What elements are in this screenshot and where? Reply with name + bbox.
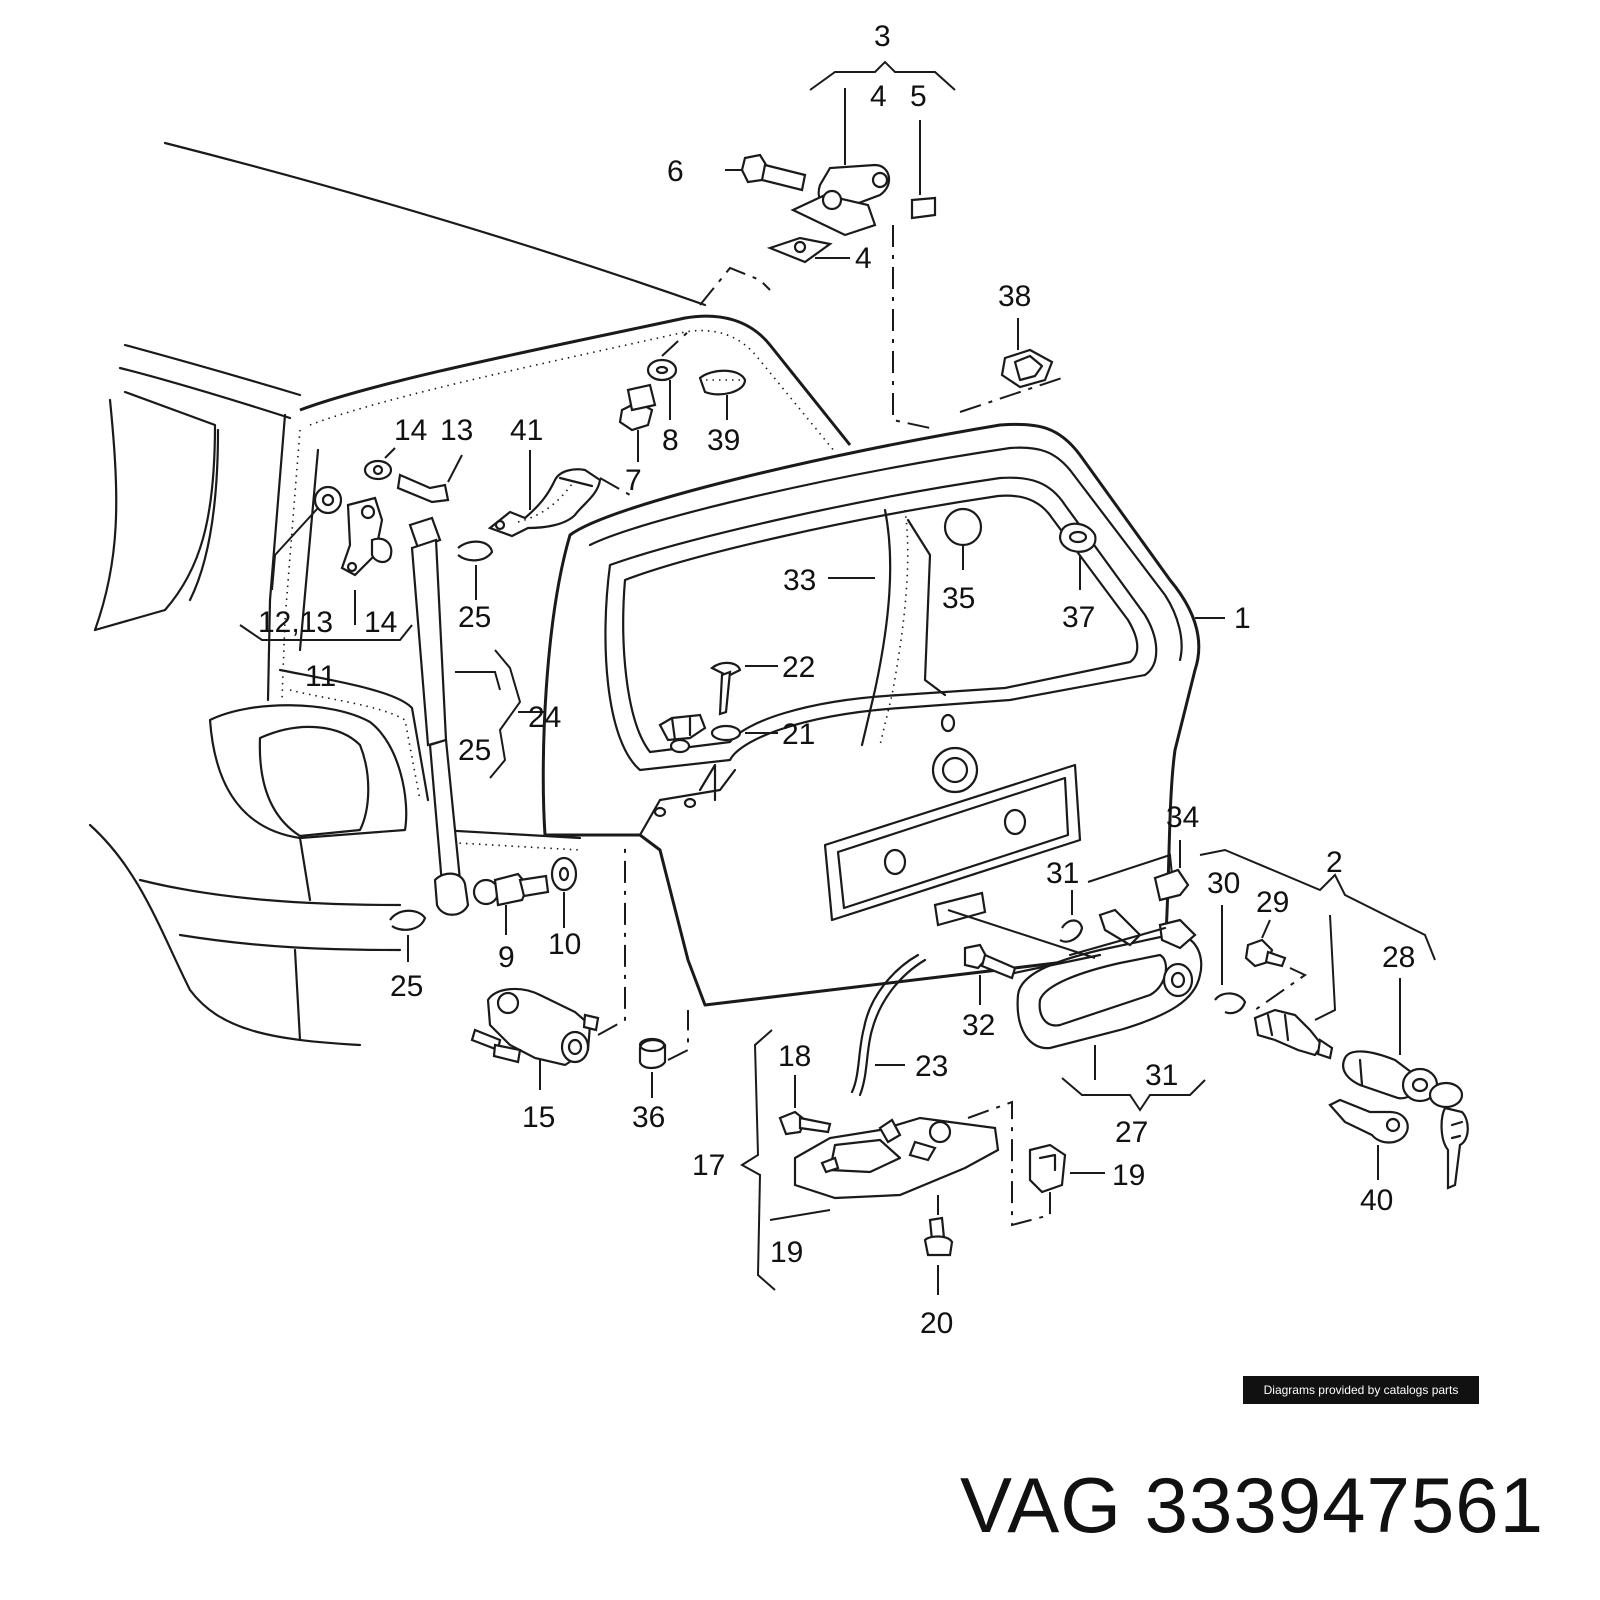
part-number-title: VAG 333947561: [959, 1461, 1544, 1549]
striker-bracket: [658, 661, 778, 754]
callout-34: 34: [1166, 801, 1199, 834]
callout-31-b: 31: [1145, 1059, 1178, 1092]
callout-30: 30: [1207, 867, 1240, 900]
callout-19-a: 19: [1112, 1159, 1145, 1192]
vehicle-body: [88, 141, 852, 1047]
callout-25-a: 25: [458, 601, 491, 634]
callout-24: 24: [528, 701, 561, 734]
callout-35: 35: [942, 582, 975, 615]
callout-15: 15: [522, 1101, 555, 1134]
small-fittings-top: [618, 318, 1063, 462]
callout-4-top: 4: [870, 80, 887, 113]
handle-assembly: [850, 840, 1206, 1112]
callout-22: 22: [782, 651, 815, 684]
callout-41: 41: [510, 414, 543, 447]
tailgate-lock: [740, 1029, 1105, 1295]
callout-20: 20: [920, 1307, 953, 1340]
callout-3: 3: [874, 20, 891, 53]
callout-13: 13: [440, 414, 473, 447]
callout-25-c: 25: [390, 970, 423, 1003]
callout-37: 37: [1062, 601, 1095, 634]
callout-25-b: 25: [458, 734, 491, 767]
callout-10: 10: [548, 928, 581, 961]
callout-23: 23: [915, 1050, 948, 1083]
callout-14-a: 14: [394, 414, 427, 447]
callout-5: 5: [910, 80, 927, 113]
callout-12-13: 12,13: [258, 606, 333, 639]
callout-11: 11: [305, 660, 336, 693]
callout-39: 39: [707, 424, 740, 457]
callout-33: 33: [783, 564, 816, 597]
lock-carrier-and-buffer: [470, 845, 689, 1098]
callout-31-a: 31: [1046, 857, 1079, 890]
callout-4-mid: 4: [855, 242, 872, 275]
callout-27: 27: [1115, 1116, 1148, 1149]
callout-40: 40: [1360, 1184, 1393, 1217]
strut-mount: [239, 447, 578, 962]
callout-19-b: 19: [770, 1236, 803, 1269]
callout-36: 36: [632, 1101, 665, 1134]
lock-cylinder: [1199, 848, 1469, 1190]
callout-2: 2: [1326, 846, 1343, 879]
callout-17: 17: [692, 1149, 725, 1182]
callout-labels: 3 4 5 6 4 38 8 39 7 14 13 41 12,13 14 11…: [258, 20, 1415, 1340]
cable-guide: [487, 450, 631, 538]
callout-1: 1: [1234, 602, 1251, 635]
tailgate-panel: [541, 422, 1201, 1007]
callout-21: 21: [782, 718, 815, 751]
callout-18: 18: [778, 1040, 811, 1073]
callout-29: 29: [1256, 886, 1289, 919]
callout-14-b: 14: [364, 606, 397, 639]
hinge-assembly: [699, 60, 956, 429]
callout-8: 8: [662, 424, 679, 457]
callout-7: 7: [625, 464, 642, 497]
callout-32: 32: [962, 1009, 995, 1042]
window-fittings: [828, 507, 1225, 747]
callout-6: 6: [667, 155, 684, 188]
callout-38: 38: [998, 280, 1031, 313]
diagram-credit-badge: Diagrams provided by catalogs parts: [1243, 1376, 1479, 1404]
callout-28: 28: [1382, 941, 1415, 974]
callout-9: 9: [498, 941, 515, 974]
